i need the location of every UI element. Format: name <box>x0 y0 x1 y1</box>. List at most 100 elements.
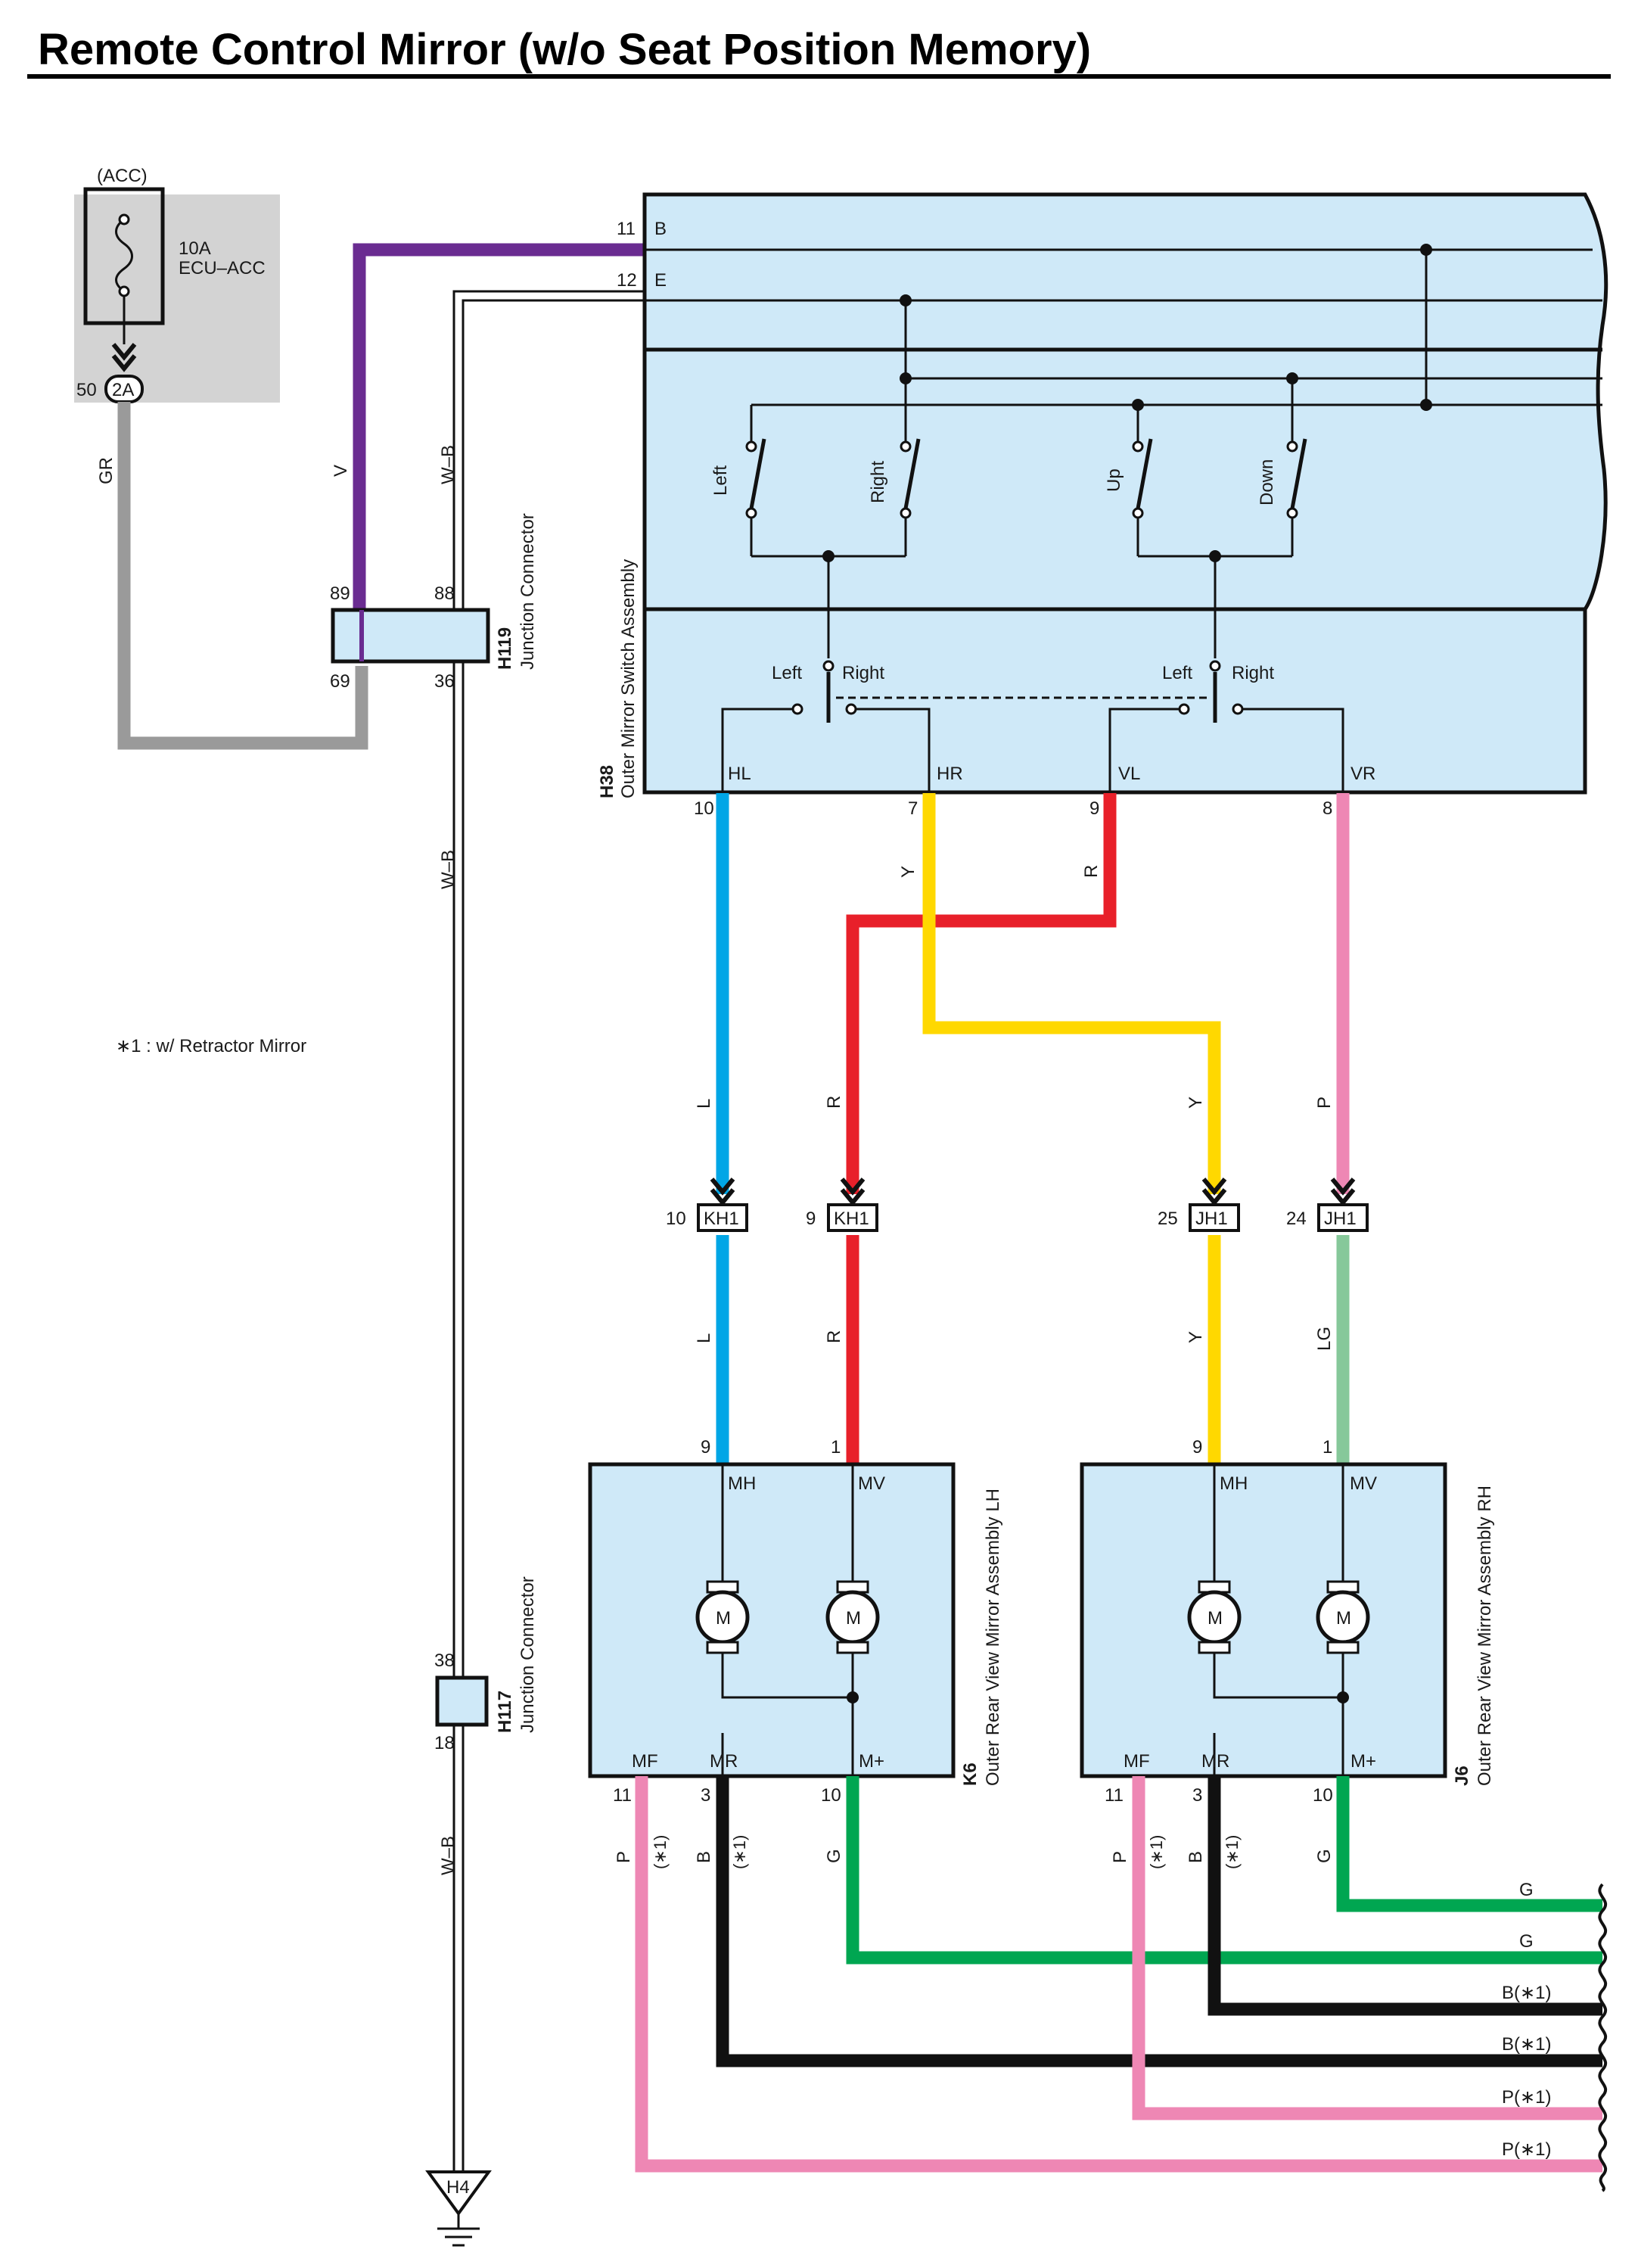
svg-text:18: 18 <box>434 1733 455 1753</box>
title-underline <box>27 74 1611 79</box>
motor-rh-horizontal: M <box>1208 1608 1223 1629</box>
ground-h4: H4 <box>425 2170 492 2247</box>
svg-text:38: 38 <box>434 1650 455 1671</box>
wire-w-b <box>452 290 645 2172</box>
svg-text:69: 69 <box>330 671 350 692</box>
svg-text:MF: MF <box>1124 1751 1150 1772</box>
wire-p-lh <box>635 1776 1602 2173</box>
svg-text:88: 88 <box>434 583 455 604</box>
svg-text:Outer Mirror Switch Assembly: Outer Mirror Switch Assembly <box>618 559 639 798</box>
wire-b-rh-option: (∗1) <box>1223 1835 1242 1869</box>
svg-text:Right: Right <box>868 461 888 503</box>
fuse-rating: 10A <box>179 238 211 259</box>
wire-g-lh-label: G <box>824 1849 844 1863</box>
inline-connector-kh1-9: KH1 9 <box>806 1178 878 1232</box>
svg-text:JH1: JH1 <box>1195 1209 1228 1229</box>
svg-text:H4: H4 <box>446 2177 470 2198</box>
inline-connector-kh1-10: KH1 10 <box>666 1178 748 1232</box>
wire-l-label-2: L <box>694 1333 714 1343</box>
svg-text:MF: MF <box>632 1751 658 1772</box>
svg-text:B: B <box>654 219 667 239</box>
svg-text:10: 10 <box>1313 1785 1333 1806</box>
svg-text:MV: MV <box>858 1473 885 1494</box>
svg-text:Left: Left <box>710 465 731 496</box>
svg-text:H38: H38 <box>597 765 617 798</box>
wire-g-lh <box>846 1776 1602 1965</box>
fuse-connector-pin: 50 <box>76 380 97 400</box>
svg-text:89: 89 <box>330 583 350 604</box>
svg-text:36: 36 <box>434 671 455 692</box>
wire-p-lh-label: P <box>614 1851 634 1863</box>
wire-r-label-2: R <box>824 1096 844 1109</box>
svg-text:9: 9 <box>806 1209 816 1229</box>
junction-connector-h119: 89 88 69 36 H119 Junction Connector <box>330 513 538 692</box>
svg-text:M+: M+ <box>1350 1751 1376 1772</box>
svg-text:KH1: KH1 <box>704 1209 739 1229</box>
wire-b-lh <box>716 1776 1602 2067</box>
svg-text:MR: MR <box>710 1751 738 1772</box>
edge-label-6: P(∗1) <box>1502 2139 1551 2160</box>
svg-text:Left: Left <box>1162 663 1192 683</box>
wire-p-lh-option: (∗1) <box>651 1835 670 1869</box>
svg-text:MV: MV <box>1350 1473 1377 1494</box>
pin-hr: 7 <box>908 798 918 819</box>
wire-y-label-3: Y <box>1186 1331 1206 1343</box>
svg-text:MR: MR <box>1201 1751 1229 1772</box>
fuse-supply-label: (ACC) <box>97 166 148 186</box>
edge-label-2: G <box>1519 1931 1534 1952</box>
wire-v <box>353 243 645 609</box>
wire-wb-label-1: W–B <box>438 445 458 484</box>
svg-text:E: E <box>654 270 667 291</box>
wire-p-rh <box>1132 1776 1602 2120</box>
svg-text:Junction Connector: Junction Connector <box>518 513 538 670</box>
wire-y-label-1: Y <box>898 866 918 878</box>
svg-text:H119: H119 <box>495 627 515 670</box>
wire-r-label-3: R <box>824 1330 844 1343</box>
svg-text:1: 1 <box>1323 1437 1332 1458</box>
svg-text:1: 1 <box>831 1437 841 1458</box>
wire-r-label-1: R <box>1081 865 1102 878</box>
svg-text:9: 9 <box>701 1437 710 1458</box>
svg-text:VR: VR <box>1350 764 1375 784</box>
motor-rh-vertical: M <box>1336 1608 1351 1629</box>
svg-text:Outer Rear View Mirror Assembl: Outer Rear View Mirror Assembly LH <box>983 1489 1003 1786</box>
svg-text:24: 24 <box>1286 1209 1307 1229</box>
wire-l-label-1: L <box>694 1099 714 1109</box>
mirror-assembly-lh-k6: 9 1 MH MV M M MF MR M+ K6 Outer Rear Vie… <box>588 1437 1003 1806</box>
wire-b-rh <box>1208 1776 1602 2016</box>
break-line <box>1598 1883 1608 2192</box>
wire-wb-label-3: W–B <box>438 1836 458 1875</box>
svg-text:Down: Down <box>1257 459 1277 506</box>
edge-label-1: G <box>1519 1880 1534 1900</box>
svg-text:HL: HL <box>728 764 751 784</box>
pin-hl: 10 <box>694 798 714 819</box>
svg-text:25: 25 <box>1158 1209 1178 1229</box>
wire-p-rh-option: (∗1) <box>1147 1835 1166 1869</box>
wire-y <box>922 793 1221 1464</box>
svg-text:JH1: JH1 <box>1324 1209 1357 1229</box>
wire-b-lh-option: (∗1) <box>730 1835 749 1869</box>
edge-label-4: B(∗1) <box>1502 2034 1551 2055</box>
wire-g-rh <box>1336 1776 1602 1912</box>
svg-text:HR: HR <box>937 764 963 784</box>
junction-connector-h117: 38 18 H117 Junction Connector <box>434 1576 538 1753</box>
wire-wb-label-2: W–B <box>438 850 458 889</box>
svg-text:MH: MH <box>728 1473 756 1494</box>
fuse-name: ECU–ACC <box>179 258 266 278</box>
svg-text:11: 11 <box>617 219 636 239</box>
svg-text:Up: Up <box>1104 468 1124 492</box>
wire-p-rh-label: P <box>1110 1851 1130 1863</box>
svg-text:10: 10 <box>821 1785 841 1806</box>
pin-vr: 8 <box>1323 798 1332 819</box>
wire-p-label-1: P <box>1314 1097 1335 1109</box>
svg-text:3: 3 <box>701 1785 710 1806</box>
svg-text:12: 12 <box>617 270 637 291</box>
wire-v-label: V <box>331 465 351 477</box>
svg-text:Outer Rear View Mirror Assembl: Outer Rear View Mirror Assembly RH <box>1475 1486 1495 1786</box>
svg-text:9: 9 <box>1192 1437 1202 1458</box>
svg-text:Left: Left <box>772 663 802 683</box>
wire-gr-label: GR <box>96 457 117 484</box>
wire-b-lh-label: B <box>694 1851 714 1863</box>
svg-text:Junction Connector: Junction Connector <box>518 1576 538 1733</box>
